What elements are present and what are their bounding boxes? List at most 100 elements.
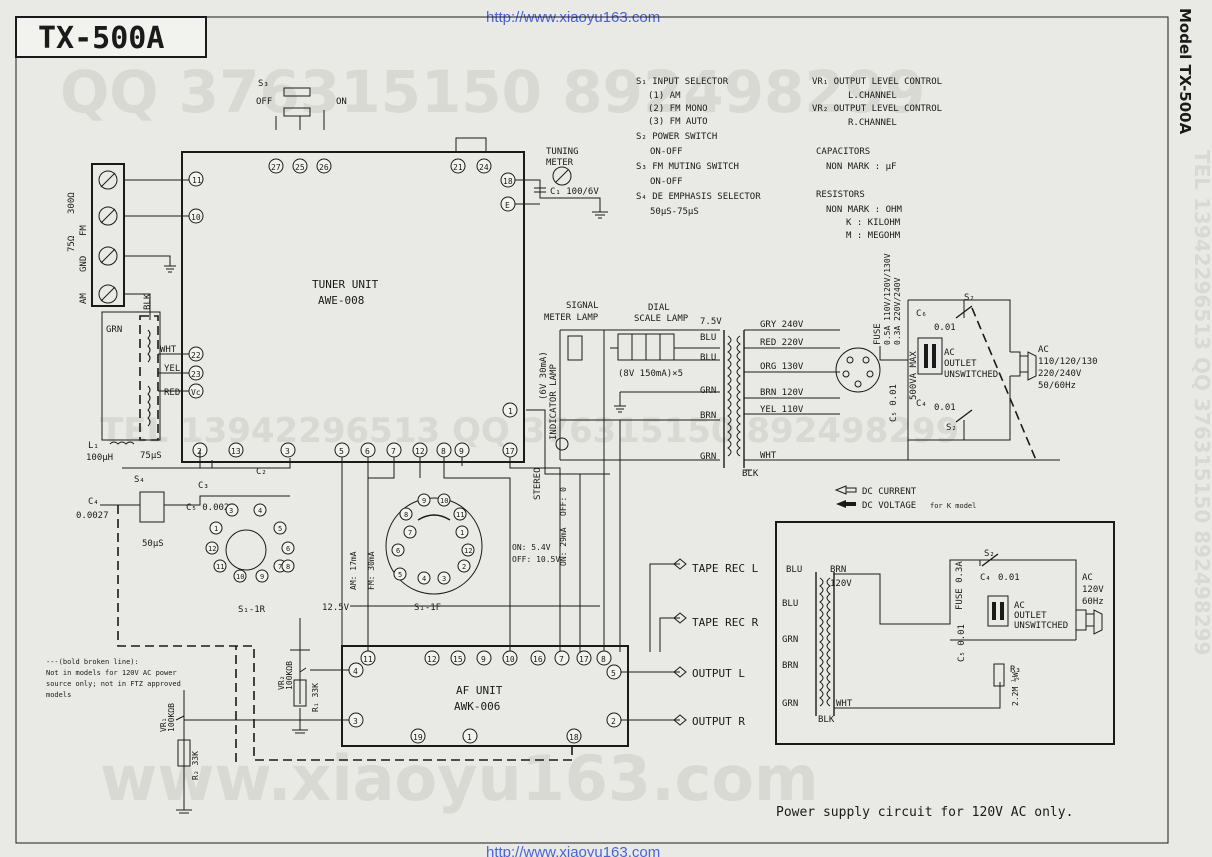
on-ma-label: ON: 29mA	[559, 527, 568, 566]
terminal-screw	[98, 206, 118, 226]
fuse-rating-a: 0.5A 110V/120V/130V	[883, 253, 892, 345]
inset-outlet-icon	[987, 595, 1009, 627]
ac-in-2: 110/120/130	[1038, 357, 1098, 367]
s1r-label: S₁-1R	[238, 605, 266, 615]
svg-text:60Hz: 60Hz	[1082, 597, 1104, 607]
vr1-label: VR₁	[159, 718, 168, 732]
output-jacks: TAPE REC L TAPE REC R OUTPUT L OUTPUT R	[621, 558, 759, 728]
svg-text:FUSE 0.3A: FUSE 0.3A	[955, 561, 965, 610]
svg-text:12: 12	[427, 655, 437, 664]
svg-text:10: 10	[236, 573, 244, 581]
svg-text:BRN: BRN	[830, 565, 846, 575]
label-red-ant: RED	[164, 388, 180, 398]
svg-text:13: 13	[231, 447, 241, 456]
legend-res-k: K : KILOHM	[846, 218, 901, 228]
r2-label: R₂ 33K	[191, 751, 200, 780]
legend: S₁ INPUT SELECTOR (1) AM (2) FM MONO (3)…	[636, 77, 942, 241]
terminal-screw	[98, 284, 118, 304]
tap-wht: WHT	[760, 451, 777, 461]
svg-text:WHT: WHT	[836, 699, 853, 709]
s1f-label: S₁-1F	[414, 603, 441, 613]
legend-vr1-a: L.CHANNEL	[848, 91, 897, 101]
tap-yel: YEL 110V	[760, 405, 804, 415]
tape-rec-l-jack-icon	[673, 558, 687, 570]
tuner-pin: 22	[188, 346, 204, 362]
r1-label: R₁ 33K	[311, 683, 320, 712]
am-antenna: GRN WHT YEL RED BLK L₁ 100μH	[86, 293, 189, 463]
fuse-label: FUSE	[873, 323, 883, 345]
signal-lamp-label: SIGNAL	[566, 301, 599, 311]
s1f-contacts: 9 10 8 11 6 12 5 4 3 2 7 1	[391, 493, 475, 585]
tuner-pin: 9	[454, 442, 470, 458]
svg-text:2: 2	[462, 563, 466, 571]
tuner-pin: 13	[228, 442, 244, 458]
svg-text:AC: AC	[1014, 601, 1025, 611]
tuner-pin: 6	[360, 442, 376, 458]
v75-label: 7.5V	[700, 317, 722, 327]
url-bottom[interactable]: http://www.xiaoyu163.com	[486, 844, 660, 857]
af-unit-model: AWK-006	[454, 700, 500, 713]
fuse-rating-b: 0.3A 220V/240V	[893, 277, 902, 345]
grn2-label: GRN	[700, 452, 716, 462]
dc-current-label: DC CURRENT	[862, 487, 917, 497]
af-pin: 10	[502, 650, 518, 666]
svg-text:5: 5	[611, 669, 616, 678]
af-pin: 17	[576, 650, 592, 666]
af-pin: 7	[554, 650, 570, 666]
svg-text:2: 2	[611, 717, 616, 726]
tuner-unit-box	[181, 151, 525, 463]
tuner-pin: 17	[502, 442, 518, 458]
tuner-pins: 27 25 26 21 24 11 10 18 E 22 23 Vc 1 2 1…	[188, 158, 518, 458]
label-wht-ant: WHT	[160, 345, 177, 355]
vr1-value: 100KΩB	[167, 703, 176, 732]
tape-rec-r-label: TAPE REC R	[692, 616, 759, 629]
output-r-label: OUTPUT R	[692, 715, 745, 728]
svg-text:6: 6	[286, 545, 290, 553]
svg-text:BRN: BRN	[782, 661, 798, 671]
tuner-pin: 18	[500, 172, 516, 188]
ac-section: FUSE 0.5A 110V/120V/130V 0.3A 220V/240V …	[873, 253, 1098, 461]
voltage-selector-icon	[835, 347, 881, 393]
svg-text:12: 12	[208, 545, 216, 553]
off-v-label: OFF: 10.5V	[512, 555, 560, 564]
legend-s1: S₁ INPUT SELECTOR	[636, 77, 729, 87]
r2-resistor-icon	[177, 739, 191, 767]
c1-label: C₁ 100/6V	[550, 187, 599, 197]
signal-lamp-label-2: METER LAMP	[544, 313, 599, 323]
svg-text:6: 6	[396, 547, 400, 555]
svg-text:Vc: Vc	[191, 388, 201, 397]
tuner-pin: 3	[280, 442, 296, 458]
svg-text:3: 3	[353, 717, 358, 726]
ac-plug-icon	[1020, 351, 1037, 381]
svg-text:120V: 120V	[1082, 585, 1104, 595]
s4-label: S₄	[134, 475, 145, 485]
inset-caption: Power supply circuit for 120V AC only.	[776, 805, 1073, 820]
ac-in-3: 220/240V	[1038, 369, 1082, 379]
svg-text:6: 6	[365, 447, 370, 456]
svg-text:11: 11	[192, 176, 202, 185]
label-75ohm: 75Ω	[67, 235, 77, 252]
svg-text:8: 8	[441, 447, 446, 456]
dc-voltage-label: DC VOLTAGE	[862, 501, 916, 511]
svg-text:9: 9	[422, 497, 426, 505]
bold-broken-line-note: ---(bold broken line): Not in models for…	[46, 658, 181, 699]
svg-text:1: 1	[467, 733, 472, 742]
fm-ma-label: FM: 30mA	[367, 551, 376, 590]
c6-value: 0.01	[934, 323, 956, 333]
label-gnd: GND	[79, 256, 89, 272]
af-pin: 12	[424, 650, 440, 666]
tuner-pin: 24	[476, 158, 492, 174]
legend-s4-a: 50μS-75μS	[650, 207, 699, 217]
dial-lamp-label: DIAL	[648, 303, 670, 313]
s3-label: S₃	[258, 79, 269, 89]
legend-s1-2: (2) FM MONO	[648, 104, 708, 114]
svg-text:23: 23	[191, 370, 201, 379]
svg-text:18: 18	[569, 733, 579, 742]
power-transformer: GRY 240V RED 220V ORG 130V BRN 120V YEL …	[723, 320, 1060, 479]
svg-text:9: 9	[459, 447, 464, 456]
af-pin: 18	[566, 728, 582, 744]
svg-text:7: 7	[391, 447, 396, 456]
svg-text:25: 25	[295, 163, 305, 172]
s1-1f-area: S₁-1F 9 10 8 11 6 12 5 4 3 2 7 1 AM: 17m…	[322, 330, 621, 652]
vr2-label: VR₂	[277, 676, 286, 690]
